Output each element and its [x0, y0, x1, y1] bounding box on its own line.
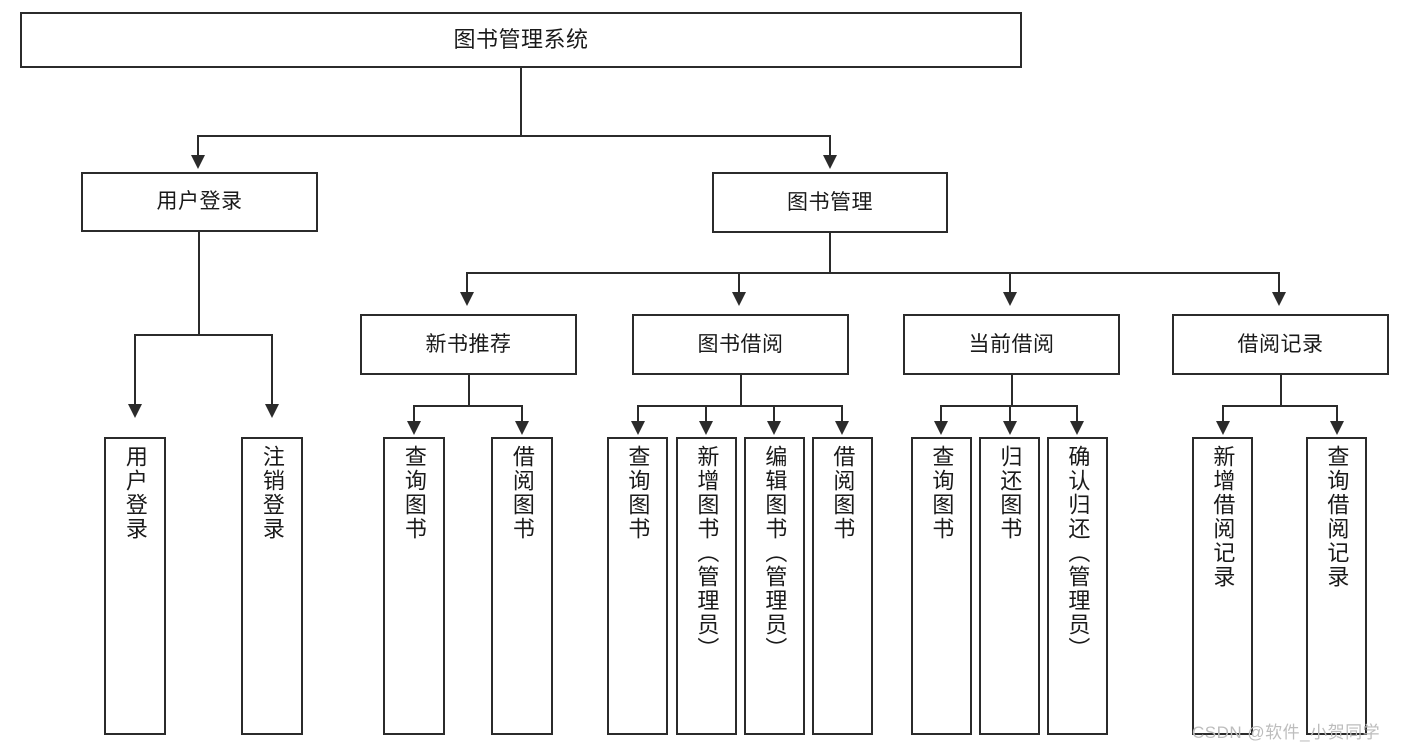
connector-book-borrow-stem: [740, 375, 742, 407]
arrowhead-borrow-record-leaf-0: [1216, 421, 1230, 435]
arrowhead-book-borrow-leaf-2: [767, 421, 781, 435]
connector-borrow-record-drop-0: [1222, 405, 1224, 423]
connector-new-book-drop-0: [413, 405, 415, 423]
connector-user-login-drop-0: [134, 334, 136, 406]
node-label: 注销登录: [259, 445, 285, 541]
csdn-watermark: CSDN @软件_小贺同学: [1192, 723, 1381, 742]
connector-root-to-book-mgmt: [829, 135, 831, 157]
node-user-login[interactable]: 用户登录: [81, 172, 318, 232]
node-book-borrow[interactable]: 图书借阅: [632, 314, 849, 375]
connector-current-borrow-stem: [1011, 375, 1013, 407]
node-label: 编辑图书（管理员）: [762, 445, 788, 661]
leaf-user-login-1[interactable]: 注销登录: [241, 437, 303, 735]
node-new-book-recommend[interactable]: 新书推荐: [360, 314, 577, 375]
arrowhead-to-current-borrow: [1003, 292, 1017, 306]
node-book-management[interactable]: 图书管理: [712, 172, 948, 233]
connector-book-mgmt-drop-3: [1278, 272, 1280, 294]
connector-book-mgmt-bus: [466, 272, 1280, 274]
connector-new-book-stem: [468, 375, 470, 407]
node-label: 新增借阅记录: [1210, 445, 1236, 589]
node-label: 查询图书: [929, 445, 955, 541]
leaf-current-borrow-1[interactable]: 归还图书: [979, 437, 1040, 735]
arrowhead-to-borrow-record: [1272, 292, 1286, 306]
node-label: 用户登录: [122, 445, 148, 541]
arrowhead-to-book-mgmt: [823, 155, 837, 169]
node-current-borrow[interactable]: 当前借阅: [903, 314, 1120, 375]
arrowhead-to-user-login: [191, 155, 205, 169]
connector-book-borrow-drop-2: [773, 405, 775, 423]
node-label: 当前借阅: [968, 332, 1055, 356]
connector-book-borrow-drop-1: [705, 405, 707, 423]
arrowhead-borrow-record-leaf-1: [1330, 421, 1344, 435]
connector-book-mgmt-drop-2: [1009, 272, 1011, 294]
leaf-new-book-0[interactable]: 查询图书: [383, 437, 445, 735]
node-label: 图书借阅: [697, 332, 784, 356]
connector-user-login-stem: [198, 232, 200, 336]
connector-book-mgmt-drop-1: [738, 272, 740, 294]
arrowhead-user-login-leaf-0: [128, 404, 142, 418]
connector-current-borrow-drop-1: [1009, 405, 1011, 423]
node-label: 借阅记录: [1237, 332, 1324, 356]
connector-borrow-record-bus: [1222, 405, 1338, 407]
connector-borrow-record-stem: [1280, 375, 1282, 407]
node-label: 确认归还（管理员）: [1065, 445, 1091, 661]
node-label: 用户登录: [156, 190, 243, 214]
arrowhead-current-borrow-leaf-0: [934, 421, 948, 435]
node-label: 新增图书（管理员）: [694, 445, 720, 661]
leaf-user-login-0[interactable]: 用户登录: [104, 437, 166, 735]
connector-new-book-bus: [413, 405, 523, 407]
leaf-book-borrow-3[interactable]: 借阅图书: [812, 437, 873, 735]
node-borrow-record[interactable]: 借阅记录: [1172, 314, 1389, 375]
node-label: 查询借阅记录: [1324, 445, 1350, 589]
node-label: 查询图书: [401, 445, 427, 541]
node-label: 图书管理系统: [453, 26, 589, 52]
connector-borrow-record-drop-1: [1336, 405, 1338, 423]
connector-book-borrow-drop-0: [637, 405, 639, 423]
arrowhead-to-new-book: [460, 292, 474, 306]
connector-book-mgmt-stem: [829, 233, 831, 274]
node-label: 新书推荐: [425, 332, 512, 356]
connector-root-bus: [197, 135, 831, 137]
node-label: 借阅图书: [830, 445, 856, 541]
leaf-book-borrow-2[interactable]: 编辑图书（管理员）: [744, 437, 805, 735]
leaf-borrow-record-0[interactable]: 新增借阅记录: [1192, 437, 1253, 735]
connector-root-to-user-login: [197, 135, 199, 157]
connector-user-login-bus: [134, 334, 273, 336]
connector-user-login-drop-1: [271, 334, 273, 406]
arrowhead-book-borrow-leaf-0: [631, 421, 645, 435]
connector-book-borrow-bus: [637, 405, 843, 407]
connector-book-mgmt-drop-0: [466, 272, 468, 294]
arrowhead-user-login-leaf-1: [265, 404, 279, 418]
leaf-book-borrow-0[interactable]: 查询图书: [607, 437, 668, 735]
connector-current-borrow-drop-2: [1076, 405, 1078, 423]
connector-book-borrow-drop-3: [841, 405, 843, 423]
connector-current-borrow-drop-0: [940, 405, 942, 423]
connector-root-stem: [520, 68, 522, 135]
arrowhead-new-book-leaf-0: [407, 421, 421, 435]
leaf-current-borrow-2[interactable]: 确认归还（管理员）: [1047, 437, 1108, 735]
arrowhead-new-book-leaf-1: [515, 421, 529, 435]
connector-new-book-drop-1: [521, 405, 523, 423]
node-label: 归还图书: [997, 445, 1023, 541]
leaf-new-book-1[interactable]: 借阅图书: [491, 437, 553, 735]
arrowhead-book-borrow-leaf-1: [699, 421, 713, 435]
node-root-system[interactable]: 图书管理系统: [20, 12, 1022, 68]
arrowhead-book-borrow-leaf-3: [835, 421, 849, 435]
node-label: 图书管理: [787, 190, 873, 214]
node-label: 查询图书: [625, 445, 651, 541]
leaf-borrow-record-1[interactable]: 查询借阅记录: [1306, 437, 1367, 735]
arrowhead-to-book-borrow: [732, 292, 746, 306]
leaf-current-borrow-0[interactable]: 查询图书: [911, 437, 972, 735]
arrowhead-current-borrow-leaf-1: [1003, 421, 1017, 435]
arrowhead-current-borrow-leaf-2: [1070, 421, 1084, 435]
node-label: 借阅图书: [509, 445, 535, 541]
leaf-book-borrow-1[interactable]: 新增图书（管理员）: [676, 437, 737, 735]
